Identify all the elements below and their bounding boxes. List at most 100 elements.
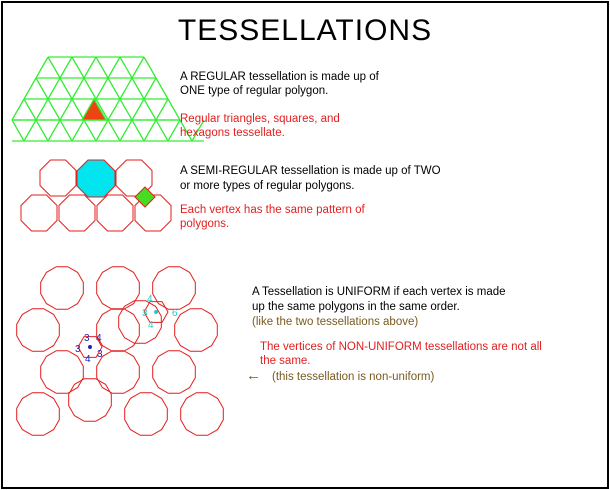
grid-edge [107,56,121,79]
semi-regular-note-1: Each vertex has the same pattern of [180,204,365,216]
grid-edge [71,98,85,121]
grid-edge [155,119,169,142]
grid-edge [131,119,145,142]
grid-edge [143,77,157,100]
grid-edge [179,119,193,142]
hexagon [77,336,103,358]
grid-edge [83,56,97,79]
vertex-label: 3 [84,333,90,344]
dodecagon [96,350,140,394]
grid-edge [167,119,181,142]
uniform-line-1: A Tessellation is UNIFORM if each vertex… [252,286,506,298]
vertex-label: 3 [142,308,148,319]
dodecagon [40,350,84,394]
grid-edge [11,119,25,142]
octagon [96,194,134,232]
grid-edge [95,119,109,142]
cyan-vertex [154,310,158,314]
grid-edge [95,98,109,121]
grid-edge [35,56,49,79]
grid-edge [59,56,73,79]
grid-edge [47,119,61,142]
dodecagon [174,308,218,352]
vertex-label: 4 [147,294,153,305]
grid-edge [47,77,61,100]
grid-edge [47,56,61,79]
highlighted-triangle [80,97,108,121]
non-uniform-note: (this tessellation is non-uniform) [272,371,435,383]
dodecagon [124,392,168,436]
regular-line-2: ONE type of regular polygon. [180,85,329,97]
dodecagon [96,266,140,310]
vertex-label: 4 [148,320,154,331]
grid-edge [71,119,85,142]
octagon [20,194,58,232]
grid-edge [35,119,49,142]
grid-edge [23,77,37,100]
non-uniform-line-1: The vertices of NON-UNIFORM tessellation… [260,341,542,353]
grid-edge [155,77,169,100]
grid-edge [35,77,49,100]
dodecagon [152,350,196,394]
highlighted-octagon [76,159,116,198]
grid-edge [131,77,145,100]
dodecagon [118,300,162,344]
vertex-label: 6 [172,308,178,319]
dodecagon [68,378,112,422]
grid-edge [155,98,169,121]
semi-regular-note-2: polygons. [180,218,230,230]
grid-edge [167,98,181,121]
grid-edge [23,119,37,142]
grid-edge [119,56,133,79]
grid-edge [95,56,109,79]
grid-edge [35,98,49,121]
grid-edge [107,119,121,142]
vertex-label: 4 [96,333,102,344]
uniform-line-2: up the same polygons in the same order. [252,301,460,313]
dodecagon [16,308,60,352]
non-uniform-line-2: the same. [260,355,311,367]
uniform-paren: (like the two tessellations above) [252,316,419,328]
grid-edge [95,77,109,100]
grid-edge [71,56,85,79]
grid-edge [59,98,73,121]
grid-edge [23,98,37,121]
grid-edge [131,98,145,121]
grid-edge [143,98,157,121]
arrow-left-icon: ← [246,367,261,384]
blue-vertex [88,345,92,349]
grid-edge [71,77,85,100]
vertex-label: 3 [75,344,81,355]
grid-edge [107,98,121,121]
octagon [58,194,96,232]
octagon [134,194,172,232]
grid-edge [59,77,73,100]
grid-edge [143,119,157,142]
grid-edge [191,119,205,142]
highlighted-square [134,186,156,208]
regular-line-1: A REGULAR tessellation is made up of [180,71,379,83]
vertex-label: 4 [85,354,91,365]
grid-edge [83,119,97,142]
grid-edge [119,119,133,142]
dodecagon [152,266,196,310]
regular-note-2: hexagons tessellate. [180,127,285,139]
dodecagon [180,392,224,436]
grid-edge [131,56,145,79]
grid-edge [119,98,133,121]
page-title: TESSELLATIONS [177,14,433,47]
semi-regular-line-2: or more types of regular polygons. [180,180,355,192]
octagon [39,159,77,197]
grid-edge [59,119,73,142]
grid-edge [143,56,157,79]
dodecagon-grid [16,266,224,436]
grid-edge [11,98,25,121]
dodecagon [16,392,60,436]
vertex-label: 3 [97,349,103,360]
dodecagon [40,266,84,310]
grid-edge [83,77,97,100]
